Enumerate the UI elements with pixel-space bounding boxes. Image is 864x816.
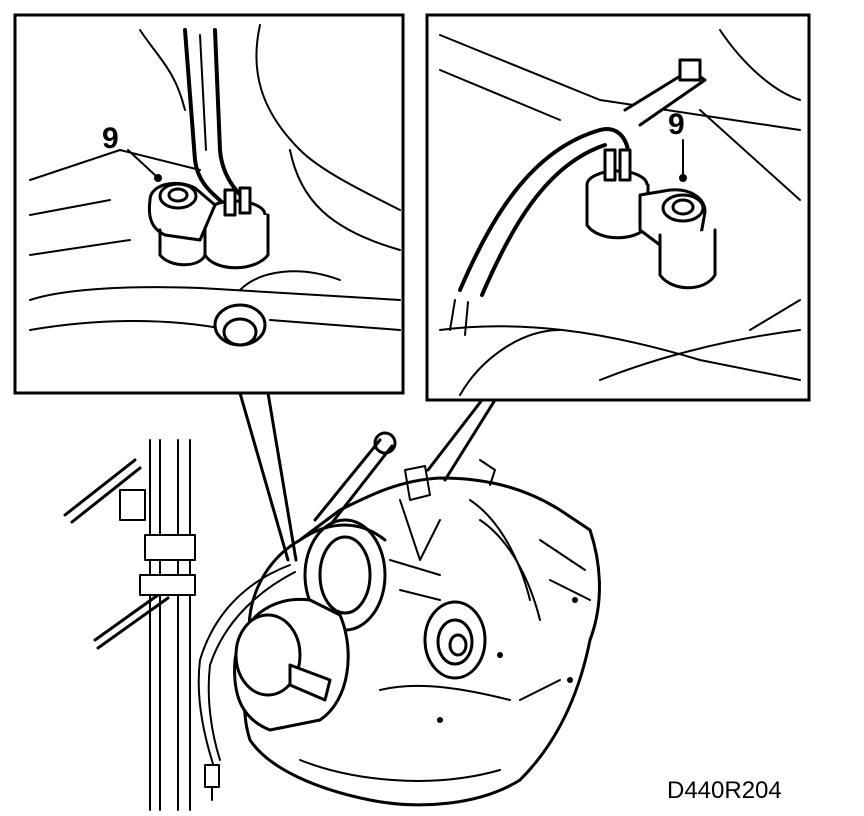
inset-leaders (238, 391, 497, 562)
mounting-bolt-right (638, 188, 717, 290)
callout-label-left: 9 (102, 122, 119, 155)
figure-code: D440R204 (667, 777, 782, 804)
detail-inset-right: 9 (425, 13, 811, 402)
transmission-main-view (63, 431, 601, 811)
mounting-bolt-left (147, 181, 217, 267)
actuator-unit (233, 597, 350, 732)
callout-dot-right (679, 174, 687, 182)
detail-inset-left: 9 (13, 13, 405, 395)
callout-label-right: 9 (668, 108, 685, 141)
sensor-connector-right (585, 148, 650, 240)
sensor-connector-left (203, 186, 270, 270)
